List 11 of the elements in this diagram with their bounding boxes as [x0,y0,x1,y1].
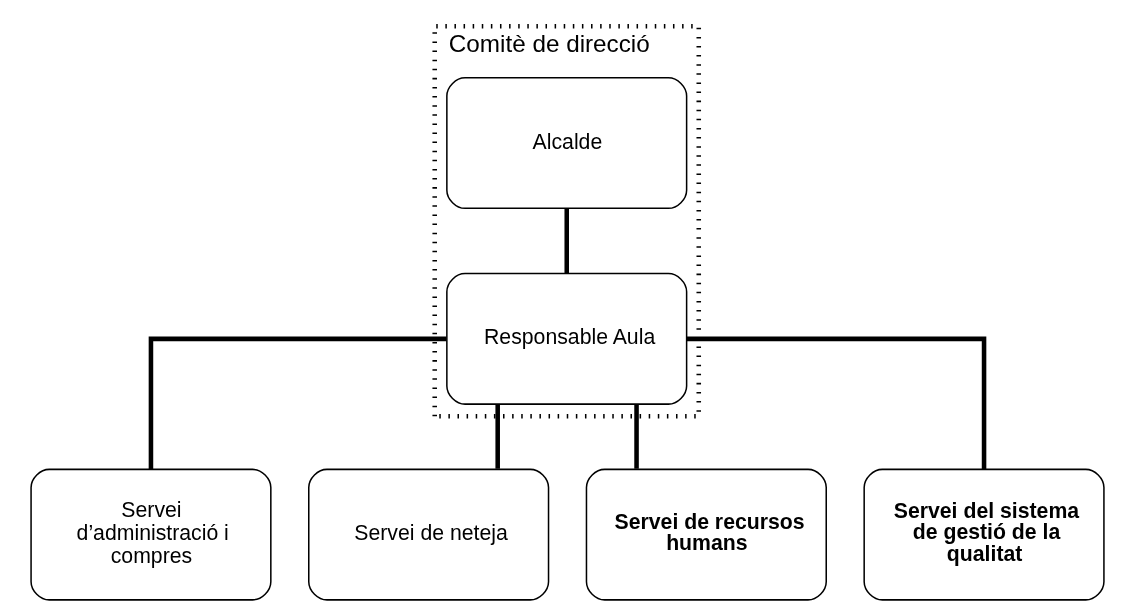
connector [148,336,447,469]
connector [686,336,987,469]
node-box: Servei de recursos humans [585,468,827,601]
connector [634,404,639,469]
node-box: Servei de neteja [308,468,550,601]
connector [564,208,569,273]
node-box: Alcalde [446,77,688,210]
node-box: Responsable Aula [446,272,688,405]
node-box: Servei d’administració i compres [30,468,272,601]
connector [495,404,500,469]
node-box: Servei del sistema de gestió de la qualitat [863,468,1105,601]
